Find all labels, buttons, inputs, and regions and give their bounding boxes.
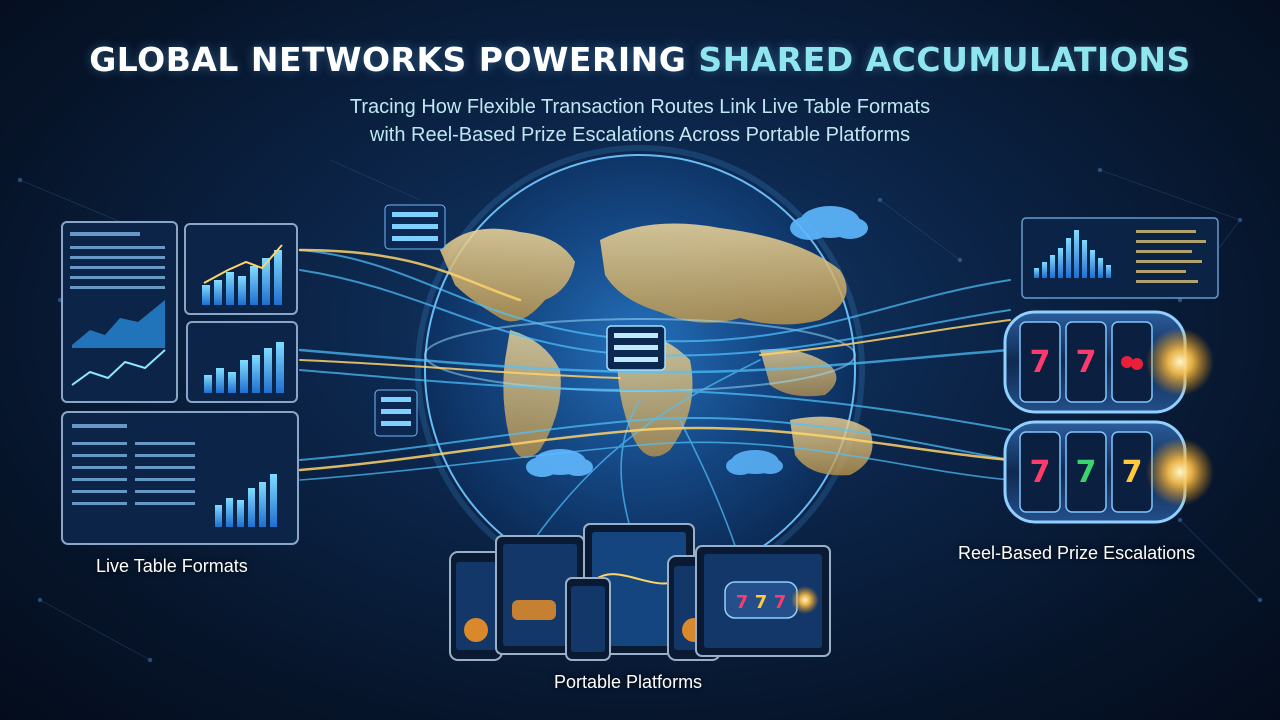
slot-reel-icon: 7 7 [1003, 310, 1214, 414]
device-icon [495, 535, 585, 655]
svg-text:7: 7 [1030, 455, 1051, 490]
cloud-icon [726, 450, 783, 475]
analytics-panel-right [1021, 217, 1219, 299]
svg-text:7: 7 [755, 592, 768, 613]
page-title: GLOBAL NETWORKS POWERING SHARED ACCUMULA… [0, 40, 1280, 79]
svg-text:7: 7 [774, 592, 787, 613]
cloud-icon [790, 206, 868, 240]
svg-text:7: 7 [736, 592, 749, 613]
subtitle-line-1: Tracing How Flexible Transaction Routes … [349, 96, 931, 118]
svg-text:7: 7 [1076, 455, 1097, 490]
device-icon: 7 7 7 [695, 545, 831, 657]
page-subtitle: Tracing How Flexible Transaction Routes … [0, 93, 1280, 149]
title-main: GLOBAL NETWORKS POWERING [89, 40, 699, 79]
data-chip [606, 325, 666, 371]
svg-text:7: 7 [1076, 345, 1097, 380]
subtitle-line-2: with Reel-Based Prize Escalations Across… [369, 124, 911, 146]
dashboard-panel [184, 223, 298, 315]
device-icon [449, 551, 503, 661]
dashboard-panel [186, 321, 298, 403]
svg-text:7: 7 [1122, 455, 1143, 490]
dashboard-panel-wide [61, 411, 299, 545]
slot-reel-icon: 7 7 7 [1003, 420, 1214, 524]
caption-live-table-formats: Live Table Formats [96, 556, 248, 576]
data-chip [374, 389, 418, 437]
cloud-icon [526, 449, 593, 477]
caption-portable-platforms: Portable Platforms [554, 672, 703, 692]
title-accent: SHARED ACCUMULATIONS [698, 40, 1191, 79]
caption-reel-based-prize-escalations: Reel-Based Prize Escalations [958, 543, 1196, 563]
svg-text:7: 7 [1030, 345, 1051, 380]
data-chip [384, 204, 446, 250]
dashboard-panel [61, 221, 178, 403]
device-icon [565, 577, 611, 661]
